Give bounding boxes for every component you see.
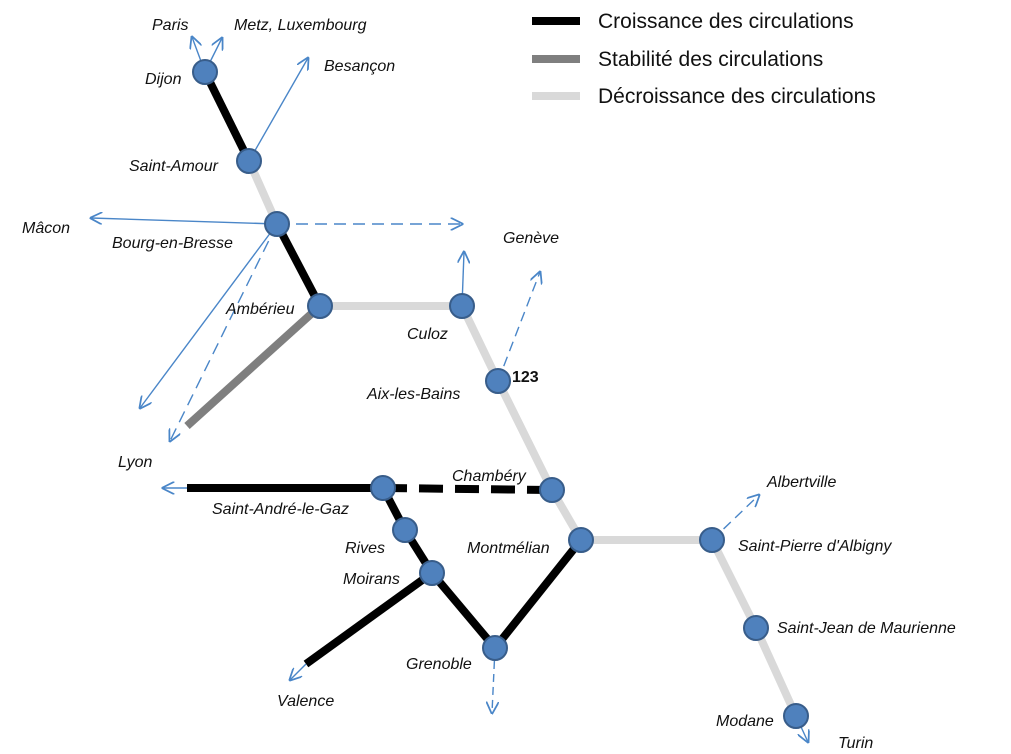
label-valence: Valence [277,693,334,710]
label-aix: Aix-les-Bains [366,386,460,403]
flow-arrows [91,37,808,742]
node-saint-andre [370,475,396,501]
segment-saint-jean-modane [752,624,800,720]
arrow-bourg-to-lyon [140,223,278,408]
node-aix [485,368,511,394]
label-geneve: Genève [503,230,559,247]
label-albertville: Albertville [766,474,836,491]
legend-decline-label: Décroissance des circulations [598,85,876,108]
node-saint-pierre [699,527,725,553]
label-paris: Paris [152,17,188,34]
label-metz: Metz, Luxembourg [234,17,367,34]
destination-labels: Paris Metz, Luxembourg Besançon Mâcon Ge… [22,17,873,752]
label-rives: Rives [345,540,385,557]
label-besancon: Besançon [324,58,395,75]
arrow-aix-to-geneve [497,272,540,382]
node-chambery [539,477,565,503]
segment-saint-andre-chambery [382,484,553,494]
node-saint-jean [743,615,769,641]
arrow-bourg-to-lyon-dashed [170,223,278,441]
label-lyon: Lyon [118,454,153,471]
label-dijon: Dijon [145,71,182,88]
legend: Croissance des circulations Stabilité de… [532,10,876,108]
segment-culoz-aix [458,302,502,385]
label-turin: Turin [838,735,873,752]
node-culoz [449,293,475,319]
segment-grenoble-montmelian [491,537,585,651]
node-rives [392,517,418,543]
arrow-to-besancon [248,58,308,162]
legend-stable-label: Stabilité des circulations [598,48,823,71]
node-bourg [264,211,290,237]
segment-moirans-valence [303,569,435,668]
arrow-to-valence [290,663,307,680]
segment-saint-pierre-saint-jean [708,536,760,632]
label-saint-pierre: Saint-Pierre d'Albigny [738,538,892,555]
label-chambery: Chambéry [452,468,527,485]
label-culoz: Culoz [407,326,448,343]
segment-bourg-amberieu [273,222,324,308]
label-montmelian: Montmélian [467,540,550,557]
label-macon: Mâcon [22,220,70,237]
station-nodes [192,59,809,729]
label-saint-andre: Saint-André-le-Gaz [212,501,349,518]
node-grenoble [482,635,508,661]
label-grenoble: Grenoble [406,656,472,673]
segment-dijon-saint-amour [201,70,253,163]
segment-aix-chambery [494,377,556,494]
node-amberieu [307,293,333,319]
badge-123: 123 [512,369,539,386]
arrow-grenoble-south [492,647,495,713]
label-modane: Modane [716,713,774,730]
node-modane [783,703,809,729]
segment-amberieu-lyon [184,303,323,429]
label-moirans: Moirans [343,571,400,588]
label-saint-jean: Saint-Jean de Maurienne [777,620,956,637]
segment-moirans-grenoble [428,570,499,651]
node-dijon [192,59,218,85]
arrow-to-macon [91,218,278,225]
node-saint-amour [236,148,262,174]
label-saint-amour: Saint-Amour [129,158,219,175]
label-amberieu: Ambérieu [225,301,295,318]
label-bourg: Bourg-en-Bresse [112,235,233,252]
station-labels: Dijon Saint-Amour Bourg-en-Bresse Ambéri… [112,71,956,730]
decline-segments [245,157,800,720]
legend-growth-label: Croissance des circulations [598,10,854,33]
node-montmelian [568,527,594,553]
node-moirans [419,560,445,586]
arrow-to-albertville [711,495,759,541]
